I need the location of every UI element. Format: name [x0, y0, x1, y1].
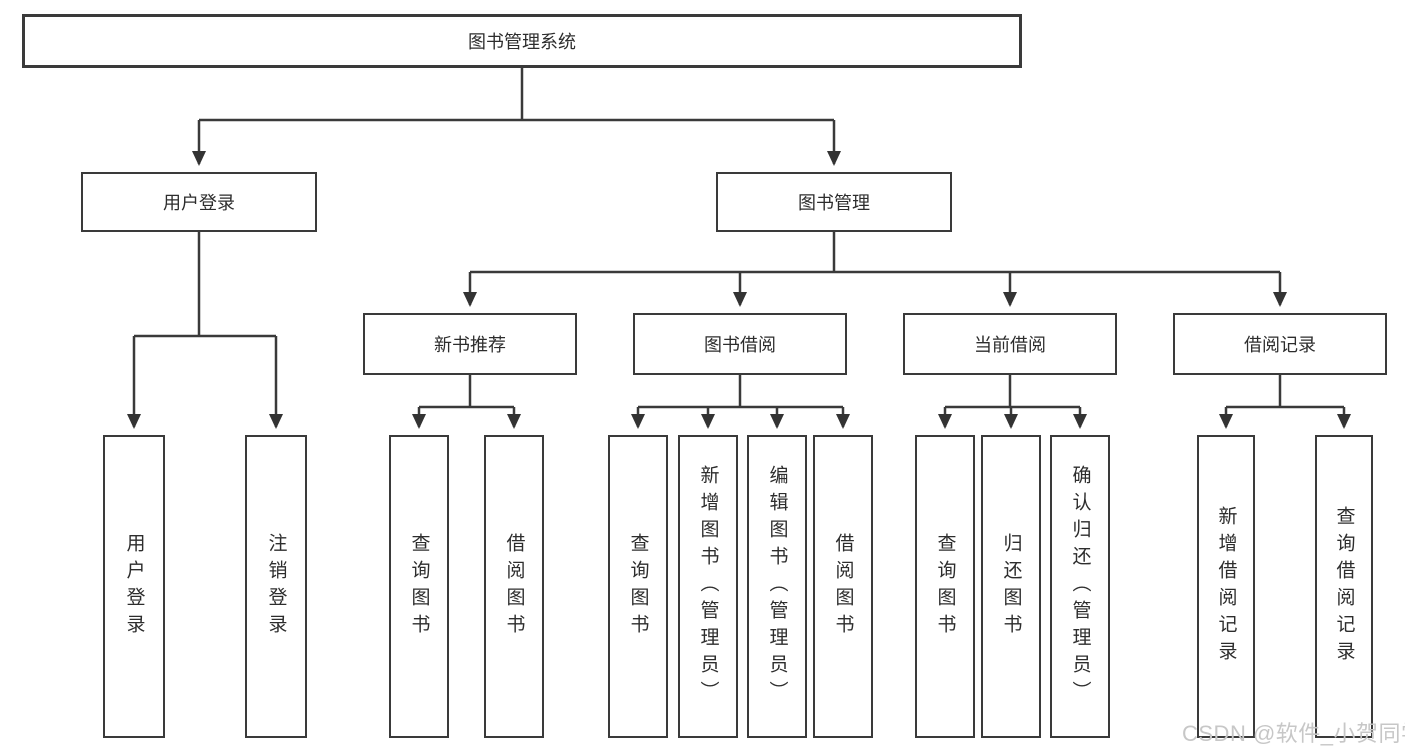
leaf-query-book-recommend-label: 查询图书	[408, 532, 430, 641]
leaf-user-login-label: 用户登录	[123, 532, 145, 641]
leaf-query-book-current: 查询图书	[915, 435, 975, 738]
leaf-edit-book-admin-label: 编辑图书（管理员）	[766, 465, 788, 708]
leaf-edit-book-admin: 编辑图书（管理员）	[747, 435, 807, 738]
node-book-management: 图书管理	[716, 172, 952, 232]
node-current-borrow-label: 当前借阅	[974, 335, 1046, 355]
leaf-borrow-book-recommend-label: 借阅图书	[503, 532, 525, 641]
leaf-logout: 注销登录	[245, 435, 307, 738]
node-book-borrow: 图书借阅	[633, 313, 847, 375]
leaf-add-borrow-record: 新增借阅记录	[1197, 435, 1255, 738]
leaf-query-book-borrow-label: 查询图书	[627, 532, 649, 641]
leaf-confirm-return-admin: 确认归还（管理员）	[1050, 435, 1110, 738]
leaf-return-book-label: 归还图书	[1000, 532, 1022, 641]
node-new-book-recommend-label: 新书推荐	[434, 335, 506, 355]
node-book-borrow-label: 图书借阅	[704, 335, 776, 355]
node-borrow-records-label: 借阅记录	[1244, 335, 1316, 355]
leaf-add-book-admin-label: 新增图书（管理员）	[697, 465, 719, 708]
leaf-query-book-recommend: 查询图书	[389, 435, 449, 738]
node-new-book-recommend: 新书推荐	[363, 313, 577, 375]
leaf-borrow-book-label: 借阅图书	[832, 532, 854, 641]
leaf-return-book: 归还图书	[981, 435, 1041, 738]
leaf-query-borrow-record: 查询借阅记录	[1315, 435, 1373, 738]
node-user-login-label: 用户登录	[163, 193, 235, 213]
node-root: 图书管理系统	[22, 14, 1022, 68]
node-current-borrow: 当前借阅	[903, 313, 1117, 375]
leaf-query-book-current-label: 查询图书	[934, 532, 956, 641]
leaf-query-book-borrow: 查询图书	[608, 435, 668, 738]
leaf-borrow-book-recommend: 借阅图书	[484, 435, 544, 738]
node-borrow-records: 借阅记录	[1173, 313, 1387, 375]
leaf-borrow-book: 借阅图书	[813, 435, 873, 738]
node-root-label: 图书管理系统	[468, 32, 576, 52]
leaf-user-login: 用户登录	[103, 435, 165, 738]
csdn-watermark: CSDN @软件_小贺同学	[1182, 721, 1405, 746]
leaf-query-borrow-record-label: 查询借阅记录	[1333, 505, 1355, 668]
leaf-add-book-admin: 新增图书（管理员）	[678, 435, 738, 738]
node-user-login: 用户登录	[81, 172, 317, 232]
leaf-confirm-return-admin-label: 确认归还（管理员）	[1069, 465, 1091, 708]
leaf-logout-label: 注销登录	[265, 532, 287, 641]
node-book-management-label: 图书管理	[798, 193, 870, 213]
leaf-add-borrow-record-label: 新增借阅记录	[1215, 505, 1237, 668]
